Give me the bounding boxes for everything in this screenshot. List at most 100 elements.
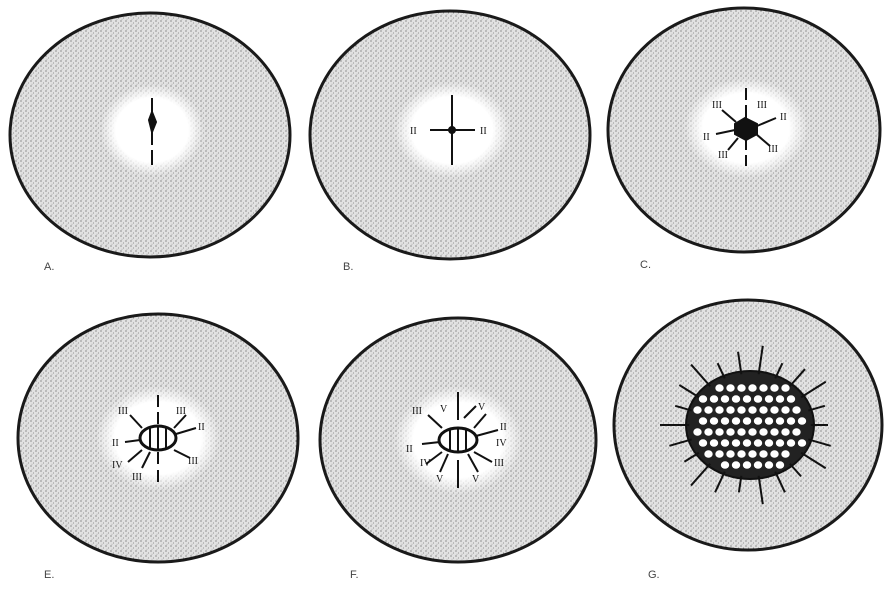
xylem-cell (770, 450, 778, 458)
xylem-cell (787, 417, 795, 425)
xylem-cell (776, 461, 784, 469)
xylem-cell (748, 406, 756, 414)
panel-label-c: C. (640, 259, 651, 271)
xylem-cell (726, 406, 734, 414)
panel-label-g: G. (648, 569, 660, 581)
xylem-cell (710, 417, 718, 425)
xylem-cell (693, 428, 701, 436)
label-ii-w: II (112, 438, 119, 449)
xylem-cell (759, 384, 767, 392)
panel-c: III III II II III III C. (608, 8, 880, 271)
label-iii-nw: III (118, 406, 128, 417)
panel-a: A. (10, 13, 290, 273)
xylem-cell (704, 450, 712, 458)
xylem-cell (737, 406, 745, 414)
xylem-cell (743, 439, 751, 447)
xylem-cell (754, 395, 762, 403)
protoxylem-label-ii-right: II (480, 126, 487, 137)
panel-label-b: B. (343, 261, 353, 273)
xylem-cell (721, 417, 729, 425)
xylem-cell (721, 439, 729, 447)
panel-e: III III II II IV III III E. (18, 314, 298, 581)
label-iii-nw: III (712, 100, 722, 111)
xylem-cell (732, 461, 740, 469)
xylem-cell (715, 384, 723, 392)
xylem-cell (759, 428, 767, 436)
xylem-cell (776, 417, 784, 425)
label-iii-ne: III (176, 406, 186, 417)
label-iii-se: III (768, 144, 778, 155)
xylem-cell (743, 461, 751, 469)
xylem-cell (715, 406, 723, 414)
xylem-cell (787, 395, 795, 403)
xylem-cell (748, 384, 756, 392)
xylem-cell (754, 439, 762, 447)
panel-label-e: E. (44, 569, 54, 581)
protoxylem-label-ii-left: II (410, 126, 417, 137)
panel-g: G. (614, 300, 882, 581)
xylem-cell (726, 428, 734, 436)
xylem-cell (704, 428, 712, 436)
label-iii-ne: III (757, 100, 767, 111)
panel-label-a: A. (44, 261, 54, 273)
label-ii-w: II (703, 132, 710, 143)
xylem-cell (798, 439, 806, 447)
label-iii-nw: III (412, 406, 422, 417)
panel-b: II II B. (310, 11, 590, 273)
xylem-cell (754, 461, 762, 469)
label-iv-e: IV (496, 438, 507, 449)
xylem-cell (781, 450, 789, 458)
xylem-cell (765, 461, 773, 469)
xylem-cell (732, 417, 740, 425)
xylem-cell (699, 395, 707, 403)
label-iii-se: III (188, 456, 198, 467)
xylem-cell (737, 428, 745, 436)
panel-label-f: F. (350, 569, 359, 581)
label-ii-w: II (406, 444, 413, 455)
xylem-cell (759, 406, 767, 414)
xylem-cell (726, 384, 734, 392)
xylem-cell (693, 406, 701, 414)
xylem-cell (704, 406, 712, 414)
xylem-cell (699, 417, 707, 425)
xylem-cell (770, 384, 778, 392)
xylem-cell (748, 428, 756, 436)
xylem-cell (781, 406, 789, 414)
xylem-cell (726, 450, 734, 458)
xylem-cell (787, 439, 795, 447)
xylem-cell (770, 428, 778, 436)
xylem-cell (732, 395, 740, 403)
label-v-se: V (472, 474, 480, 485)
xylem-cell (743, 395, 751, 403)
xylem-cell (715, 428, 723, 436)
xylem-cell (743, 417, 751, 425)
xylem-cell (721, 395, 729, 403)
label-v-sw: V (436, 474, 444, 485)
xylem-cell (798, 417, 806, 425)
xylem-cell (710, 395, 718, 403)
xylem-cell (737, 450, 745, 458)
xylem-cell (754, 417, 762, 425)
xylem-cell (759, 450, 767, 458)
label-iii-sw: III (718, 150, 728, 161)
xylem-cell (770, 406, 778, 414)
label-ii-e: II (780, 112, 787, 123)
xylem-cell (781, 428, 789, 436)
xylem-cell (792, 406, 800, 414)
xylem-cell (748, 450, 756, 458)
label-ii-e: II (198, 422, 205, 433)
xylem-cell (765, 439, 773, 447)
xylem-cell (781, 384, 789, 392)
label-v-ne: V (478, 402, 486, 413)
label-iv-w: IV (112, 460, 123, 471)
xylem-cell (776, 439, 784, 447)
xylem-cell (715, 450, 723, 458)
xylem-cell (765, 417, 773, 425)
xylem-cell (792, 428, 800, 436)
xylem-cell (776, 395, 784, 403)
label-iii-sw: III (132, 472, 142, 483)
xylem-cell (732, 439, 740, 447)
xylem-cell (765, 395, 773, 403)
xylem-cell (710, 439, 718, 447)
